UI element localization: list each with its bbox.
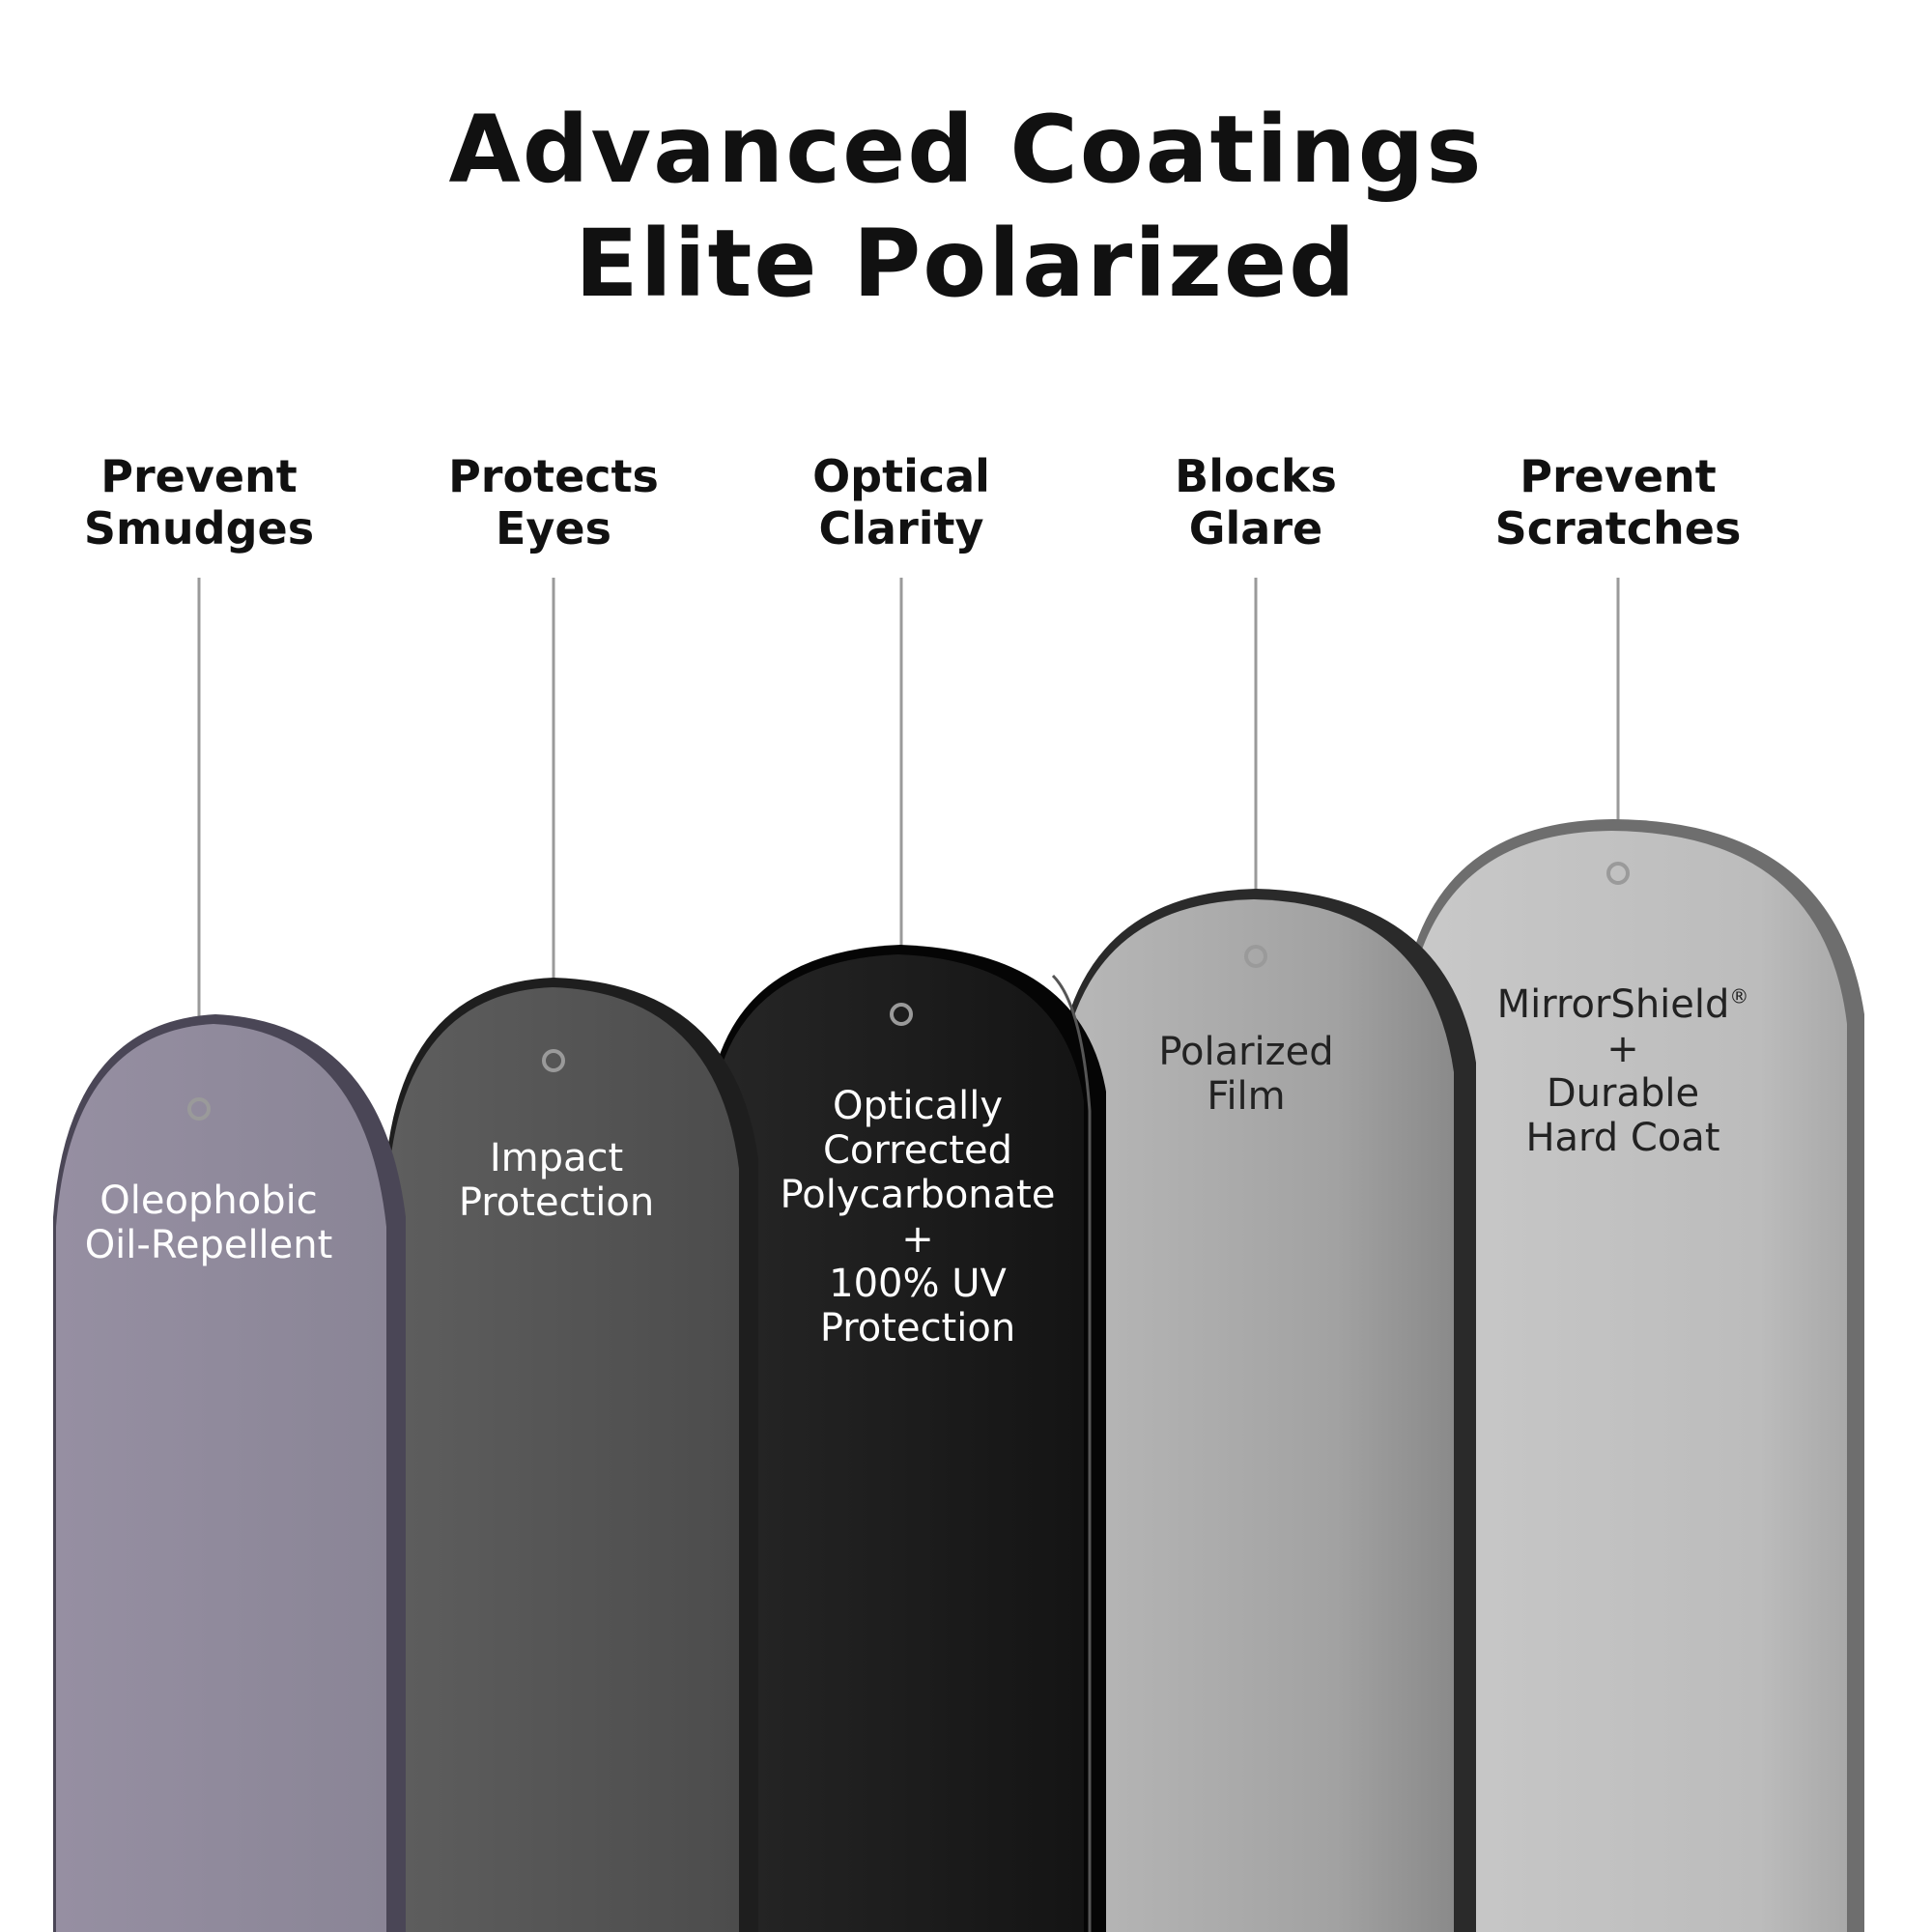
layer-label-impact: Impact Protection xyxy=(458,1136,655,1225)
layer-label-mirrorshield: MirrorShield® + Durable Hard Coat xyxy=(1496,982,1749,1160)
lens-layer-impact xyxy=(386,978,758,1932)
heading-prevent-scratches: Prevent Scratches xyxy=(1494,450,1742,554)
heading-prevent-smudges: Prevent Smudges xyxy=(83,450,315,554)
registered-mark: ® xyxy=(1729,984,1749,1009)
callout-pin-icon xyxy=(1606,862,1630,885)
lens-layer-oleophobic xyxy=(53,1014,406,1932)
page-title: Advanced Coatings xyxy=(448,96,1484,204)
lens-layer-polycarbonate xyxy=(710,945,1106,1932)
callout-pin-icon xyxy=(542,1049,565,1072)
layer-label-oleophobic: Oleophobic Oil-Repellent xyxy=(84,1179,333,1267)
page-subtitle: Elite Polarized xyxy=(575,210,1357,318)
lens-layer-polarized-film xyxy=(1058,889,1476,1932)
layer-label-polarized-film: Polarized Film xyxy=(1158,1030,1334,1119)
callout-pin-icon xyxy=(1244,945,1267,968)
heading-optical-clarity: Optical Clarity xyxy=(812,450,990,554)
layer-label-polycarbonate: Optically Corrected Polycarbonate + 100%… xyxy=(780,1084,1056,1350)
lens-layer-scratch-coat xyxy=(1401,819,1864,1932)
heading-protects-eyes: Protects Eyes xyxy=(448,450,659,554)
heading-blocks-glare: Blocks Glare xyxy=(1175,450,1337,554)
callout-pin-icon xyxy=(187,1097,211,1121)
callout-pin-icon xyxy=(890,1003,913,1026)
